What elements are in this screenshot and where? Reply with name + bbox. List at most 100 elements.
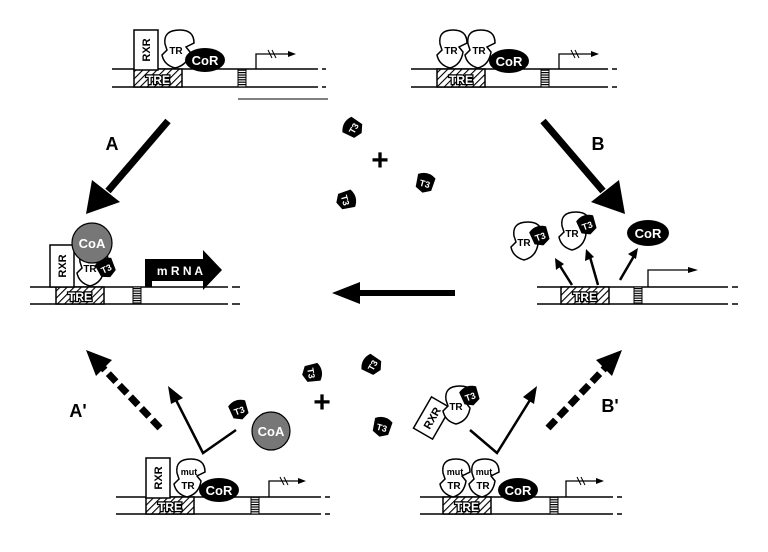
panel-bottom-right: TRE mut TR mut TR CoR [420, 458, 622, 515]
cor-label: CoR [635, 226, 662, 241]
panel-top-right: TRE TR TR CoR [411, 29, 617, 88]
tre-label: TRE [455, 500, 479, 514]
plus-sign: + [313, 386, 331, 419]
tre-element: TRE [133, 68, 183, 88]
transcription-start-arrow [558, 53, 593, 69]
t3-label: T3 [375, 422, 388, 434]
pathway-b-prime-arrow [545, 350, 622, 431]
tr-label: TR [447, 481, 461, 492]
pathway-a-prime-label: A' [69, 401, 86, 421]
mut-label: mut [181, 467, 198, 477]
tre-element: TRE [560, 286, 610, 305]
promoter-element [237, 68, 247, 88]
mutant-tr-protein-left: mut TR [439, 458, 471, 498]
rxr-label: RXR [57, 254, 69, 277]
promoter-element [540, 68, 550, 88]
t3-molecule: T3 [336, 189, 357, 210]
coa-label: CoA [79, 236, 106, 251]
t3-molecule: T3 [361, 353, 382, 375]
t3-label: T3 [347, 121, 361, 135]
blocked-binding-left: T3 CoA [168, 386, 291, 455]
tr-label: TR [181, 481, 195, 492]
release-arrows [558, 255, 636, 286]
t3-label: T3 [581, 219, 594, 232]
cor-protein: CoR [498, 478, 538, 502]
t3-molecule: T3 [372, 416, 393, 437]
coa-label: CoA [258, 424, 285, 439]
mrna-arrow: m R N A [145, 250, 222, 290]
pathway-a-label: A [106, 134, 119, 154]
t3-molecule: T3 [342, 116, 363, 138]
t3-label: T3 [366, 358, 380, 372]
cor-protein: CoR [199, 478, 239, 502]
pathway-b-arrow [540, 118, 625, 214]
t3-molecule: T3 [94, 257, 116, 278]
tre-label: TRE [146, 73, 170, 87]
plus-sign: + [371, 144, 389, 177]
cor-label: CoR [192, 53, 219, 68]
tre-label: TRE [449, 73, 473, 87]
tr-protein-right: TR [464, 29, 496, 69]
tre-element: TRE [145, 496, 195, 515]
pathway-b-prime-label: B' [601, 396, 618, 416]
t3-molecule: T3 [459, 385, 480, 406]
panel-middle-left: TRE m R N A RXR TR T3 CoA [30, 222, 240, 305]
tr-label: TR [565, 229, 579, 240]
tr-label: TR [444, 46, 458, 57]
pathway-b-label: B [592, 134, 605, 154]
tr-label: TR [472, 46, 486, 57]
t3-molecule: T3 [228, 399, 249, 420]
pathway-a-arrow [86, 118, 171, 214]
promoter-element [549, 496, 559, 515]
tr-label: TR [83, 264, 97, 275]
cor-label: CoR [206, 483, 233, 498]
pathway-a-prime-arrow [86, 350, 163, 431]
tr-protein-left: TR [436, 29, 468, 69]
tre-label: TRE [68, 290, 92, 304]
mut-label: mut [476, 467, 493, 477]
rxr-protein: RXR [49, 244, 75, 288]
t3-molecule: T3 [302, 362, 323, 382]
transcription-start-arrow [565, 480, 598, 497]
t3-molecule: T3 [415, 172, 436, 193]
t3-label: T3 [464, 390, 477, 403]
mrna-label: m R N A [157, 264, 204, 278]
t3-label: T3 [418, 178, 431, 190]
tr-label: TR [476, 481, 490, 492]
tr-label: TR [169, 46, 183, 57]
t3-label: T3 [233, 404, 246, 417]
rxr-protein: RXR [145, 457, 171, 499]
cor-protein: CoR [489, 49, 529, 73]
rxr-protein: RXR [412, 395, 452, 441]
mut-label: mut [447, 467, 464, 477]
cor-label: CoR [496, 54, 523, 69]
transcription-start-arrow [255, 53, 290, 69]
tre-label: TRE [158, 500, 182, 514]
t3-molecule: T3 [529, 225, 550, 246]
rxr-protein: RXR [133, 29, 159, 71]
rxr-label: RXR [141, 38, 153, 61]
tre-element: TRE [55, 286, 105, 305]
transcription-start-arrow [647, 269, 690, 287]
cor-protein: CoR [627, 220, 669, 246]
cor-label: CoR [505, 483, 532, 498]
t3-molecule: T3 [576, 214, 597, 235]
t3-label: T3 [100, 262, 114, 276]
promoter-element [132, 286, 142, 305]
promoter-element [633, 286, 643, 305]
panel-top-left: TRE RXR TR CoR [112, 29, 328, 100]
promoter-element [250, 496, 260, 515]
activation-arrow [332, 282, 455, 304]
tre-label: TRE [573, 290, 597, 304]
tre-element: TRE [436, 68, 486, 88]
coa-protein: CoA [71, 222, 113, 264]
rxr-label: RXR [153, 466, 165, 489]
t3-label: T3 [339, 194, 351, 207]
tr-label: TR [517, 238, 531, 249]
t3-label: T3 [305, 367, 317, 379]
tr-label: TR [449, 402, 463, 413]
transcription-start-arrow [268, 480, 300, 497]
coa-protein: CoA [251, 411, 291, 451]
cor-protein: CoR [185, 48, 225, 72]
